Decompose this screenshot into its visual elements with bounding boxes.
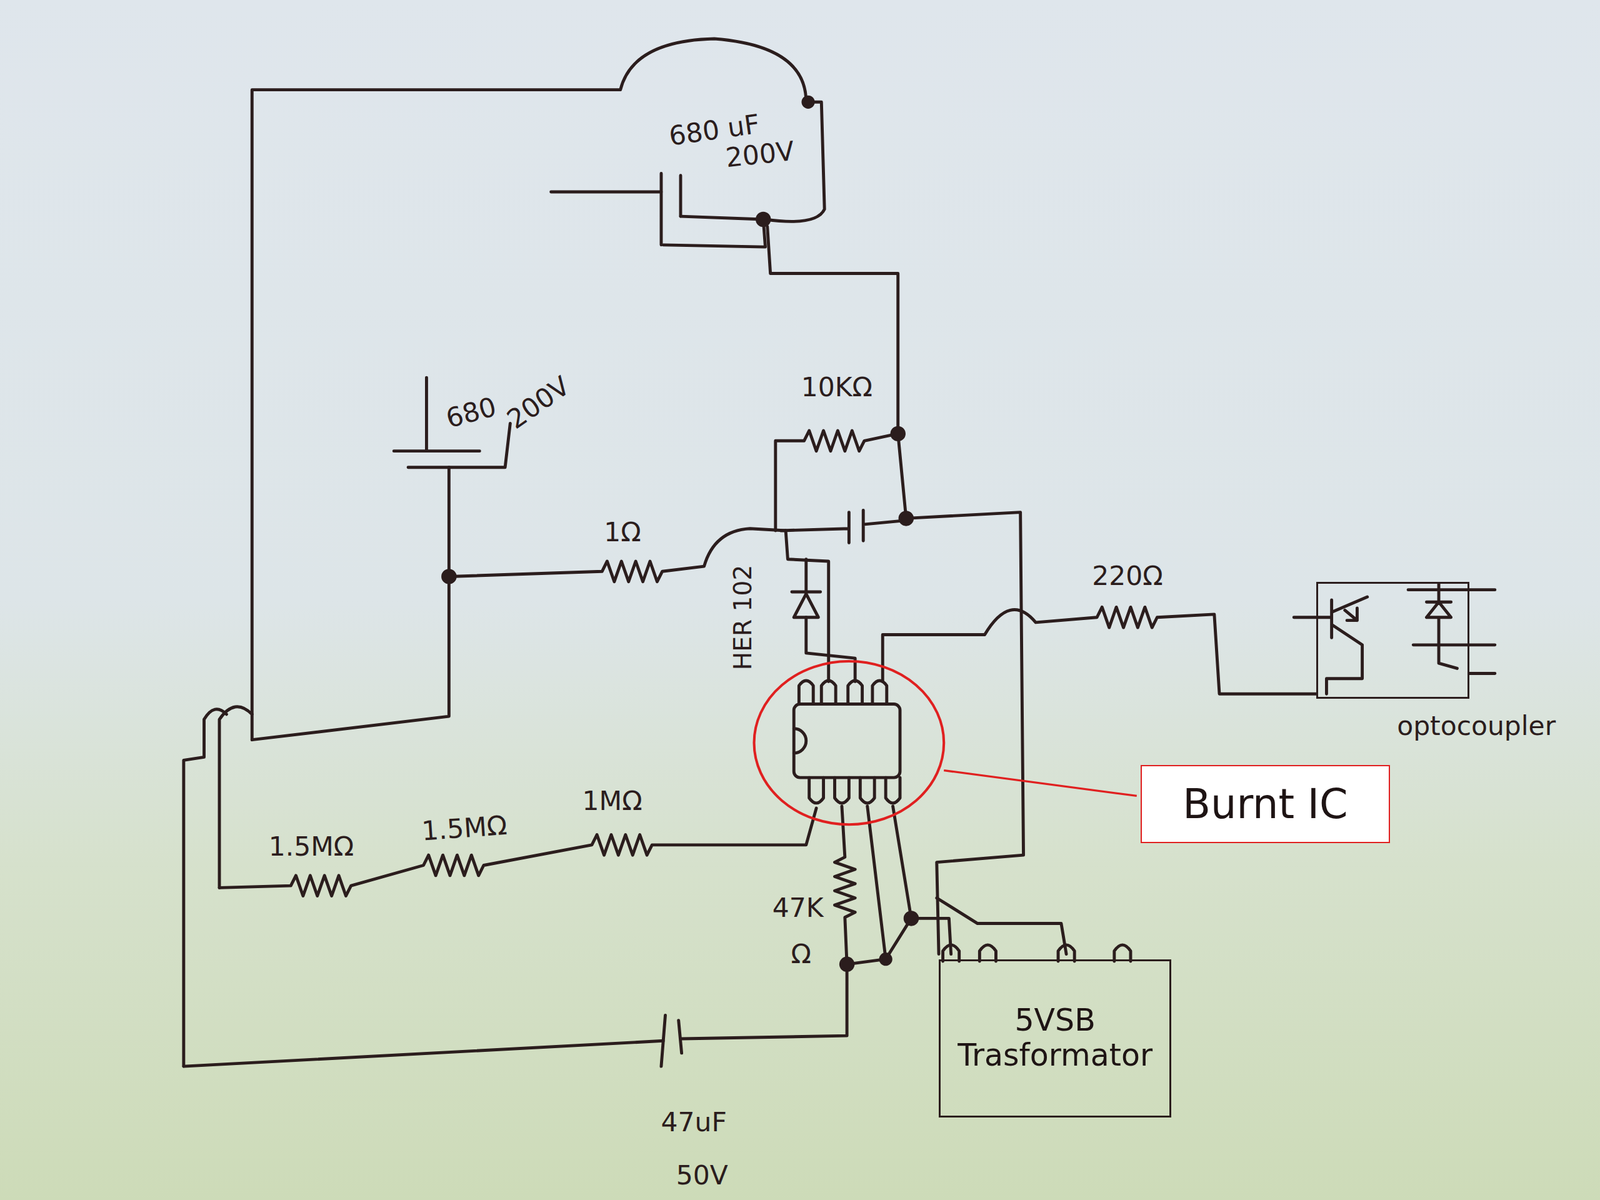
ic-notch — [793, 728, 807, 754]
component-label: 1Ω — [603, 518, 641, 548]
component-label: 680 — [443, 392, 500, 434]
optocoupler-symbol — [1293, 583, 1495, 694]
diode-symbol — [791, 591, 821, 618]
wire — [251, 38, 825, 740]
component-label: 1.5MΩ — [268, 832, 355, 862]
wire — [551, 190, 662, 194]
capacitor-symbol — [780, 510, 907, 543]
component-label: 47uF — [661, 1108, 727, 1138]
wire — [183, 709, 227, 1067]
optocoupler-box: optocoupler — [1316, 581, 1470, 700]
transformer-box: 5VSB Trasformator — [938, 959, 1172, 1118]
junction-dots — [443, 96, 918, 971]
part-heading: optocoupler — [1396, 711, 1556, 742]
resistor-symbol — [219, 808, 817, 896]
component-label: 1MΩ — [582, 786, 643, 816]
box-text: Burnt IC — [1182, 780, 1348, 828]
capacitor-symbol — [393, 377, 510, 468]
component-label: HER 102 — [729, 564, 757, 670]
capacitor-symbol — [661, 1015, 682, 1067]
capacitor-symbol — [661, 173, 681, 245]
component-label: 50V — [676, 1160, 729, 1190]
wire — [219, 706, 252, 889]
component-label: Ω — [790, 939, 811, 969]
wire — [183, 1040, 664, 1067]
wire — [681, 964, 847, 1039]
resistor-symbol — [775, 430, 899, 531]
component-label: 220Ω — [1091, 561, 1163, 592]
wire — [846, 806, 1067, 965]
resistor-symbol — [835, 806, 856, 965]
wire — [251, 467, 449, 740]
highlight-circle — [754, 661, 945, 825]
wire — [906, 512, 1024, 955]
component-label: 200V — [502, 371, 576, 435]
resistor-symbol — [882, 606, 1317, 694]
ic-body — [793, 704, 900, 779]
leader-line — [943, 770, 1137, 797]
callout-box: Burnt IC — [1140, 765, 1390, 843]
wire — [785, 530, 829, 682]
component-label: 47K — [772, 893, 824, 924]
component-label: 1.5MΩ — [420, 811, 508, 847]
component-label: 200V — [724, 136, 796, 174]
ic-pins — [798, 680, 900, 804]
box-text: 5VSB Trasformator — [951, 1003, 1160, 1074]
wire — [663, 216, 907, 519]
component-label: 10KΩ — [801, 373, 873, 403]
